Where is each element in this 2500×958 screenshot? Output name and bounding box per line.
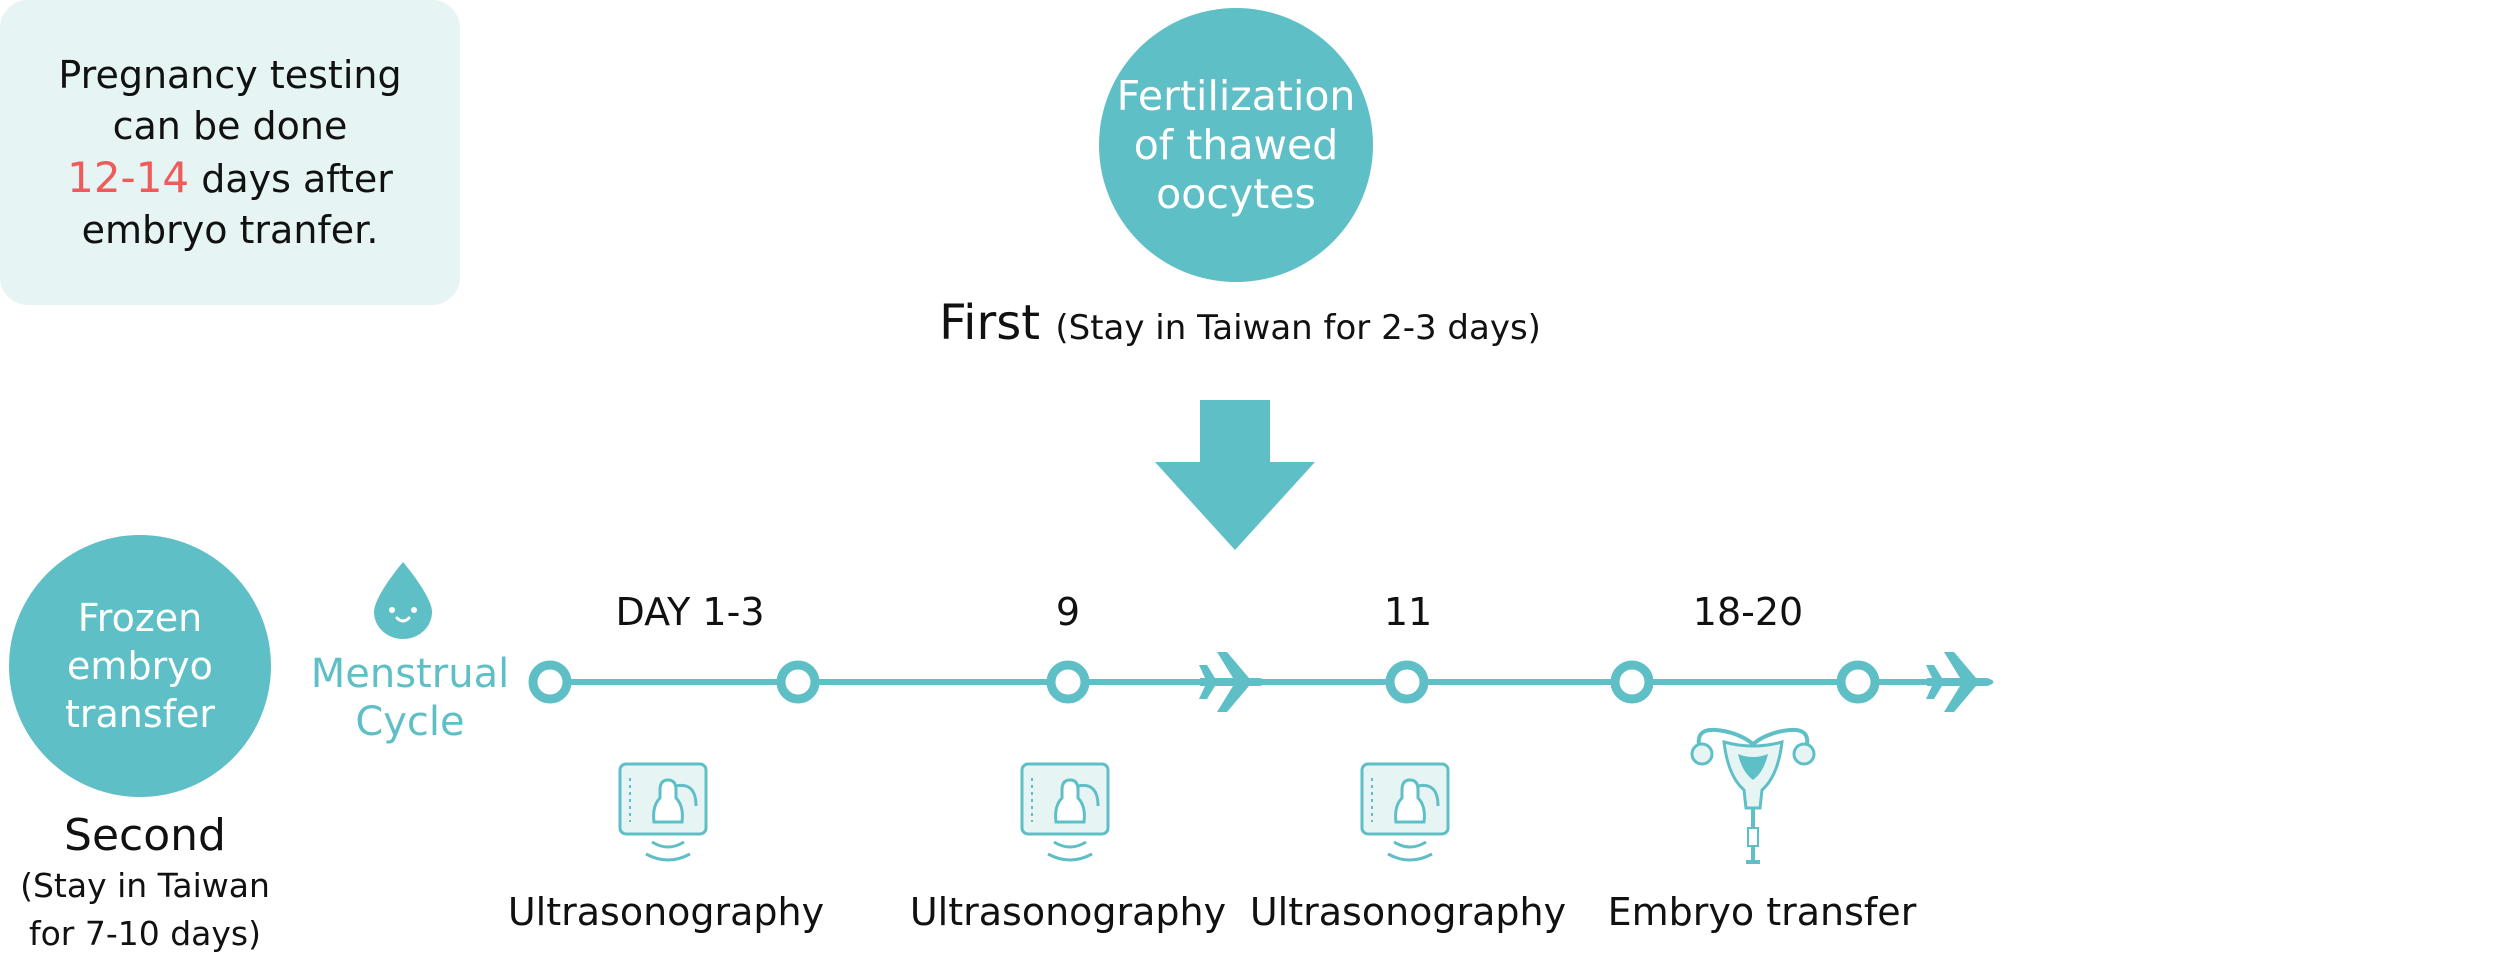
second-visit-label: Second	[64, 810, 226, 861]
airplane-icon	[1199, 652, 1267, 712]
second-stay-note: (Stay in Taiwan for 7-10 days)	[20, 866, 270, 953]
pregnancy-testing-text: Pregnancy testing can be done 12-14 days…	[58, 50, 401, 256]
fertilization-circle: Fertilization of thawed oocytes	[1099, 8, 1373, 282]
result-line-1: Pregnancy testing	[58, 52, 402, 97]
result-line-3: 12-14 days after	[58, 152, 401, 205]
airplane-icon	[1926, 652, 1994, 712]
fertilization-circle-text: Fertilization of thawed oocytes	[1116, 71, 1356, 218]
ultrasound-icon	[1020, 762, 1110, 862]
day-label-9: 9	[1055, 590, 1081, 634]
timeline-node	[776, 660, 820, 704]
frozen-embryo-circle-text: Frozen embryo transfer	[64, 596, 216, 736]
step-label-ultrasonography-2: Ultrasonography	[909, 890, 1227, 934]
first-visit-label: First	[939, 295, 1041, 351]
timeline-node	[1610, 660, 1654, 704]
day-label-1-3: DAY 1-3	[615, 590, 765, 634]
result-highlight-days: 12-14	[67, 152, 190, 202]
step-label-ultrasonography-3: Ultrasonography	[1249, 890, 1567, 934]
timeline-node	[528, 660, 572, 704]
droplet-face-icon	[374, 562, 432, 639]
step-label-embryo-transfer: Embryo transfer	[1607, 890, 1917, 934]
first-stay-note: (Stay in Taiwan for 2-3 days)	[1055, 308, 1541, 348]
frozen-embryo-circle: Frozen embryo transfer	[9, 535, 271, 797]
day-label-18-20: 18-20	[1692, 590, 1804, 634]
day-label-11: 11	[1383, 590, 1433, 634]
uterus-icon	[1690, 727, 1816, 864]
ultrasound-icon	[1360, 762, 1450, 862]
timeline-node	[1046, 660, 1090, 704]
menstrual-cycle-label: Menstrual Cycle	[310, 651, 510, 745]
step-label-ultrasonography-1: Ultrasonography	[507, 890, 825, 934]
result-line-3-rest: days after	[189, 156, 393, 201]
timeline-node	[1385, 660, 1429, 704]
pregnancy-testing-box: Pregnancy testing can be done 12-14 days…	[0, 0, 460, 305]
timeline-node	[1836, 660, 1880, 704]
first-visit-row: First (Stay in Taiwan for 2-3 days)	[900, 295, 1580, 351]
result-line-4: embryo tranfer.	[81, 207, 379, 252]
down-arrow-icon	[1155, 400, 1315, 550]
result-line-2: can be done	[112, 103, 348, 148]
ultrasound-icon	[618, 762, 708, 862]
